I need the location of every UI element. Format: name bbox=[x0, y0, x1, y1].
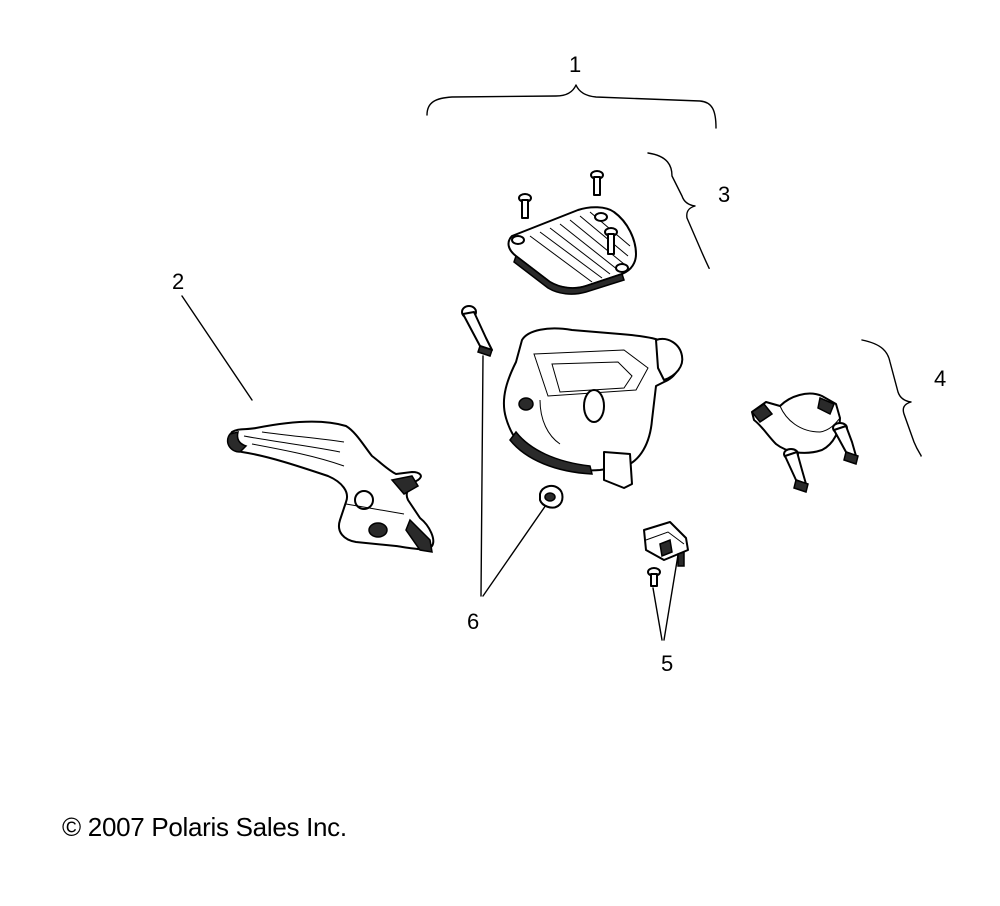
brake-lever bbox=[226, 420, 435, 553]
leader-6a bbox=[480, 355, 484, 597]
switch-screw bbox=[647, 567, 661, 587]
callout-4: 4 bbox=[934, 366, 946, 391]
handlebar-clamp bbox=[750, 392, 841, 454]
cover-screws bbox=[518, 170, 618, 255]
reservoir-cover bbox=[507, 206, 637, 295]
pivot-bolt bbox=[461, 305, 493, 357]
leader-5b bbox=[663, 554, 679, 641]
leader-6b bbox=[482, 504, 547, 597]
brace-3 bbox=[647, 152, 710, 269]
brake-switch bbox=[643, 521, 689, 567]
callout-2: 2 bbox=[172, 269, 184, 294]
copyright-notice: © 2007 Polaris Sales Inc. bbox=[62, 812, 347, 842]
leader-2 bbox=[181, 295, 253, 401]
master-cylinder-body bbox=[502, 327, 684, 489]
brace-4 bbox=[861, 339, 922, 457]
clamp-bolts bbox=[783, 422, 859, 493]
brace-1 bbox=[426, 84, 717, 129]
callout-1: 1 bbox=[569, 52, 581, 77]
leader-5a bbox=[652, 587, 663, 641]
callout-5: 5 bbox=[661, 651, 673, 676]
callout-6: 6 bbox=[467, 609, 479, 634]
callout-3: 3 bbox=[718, 182, 730, 207]
bushing-nut bbox=[539, 485, 564, 509]
